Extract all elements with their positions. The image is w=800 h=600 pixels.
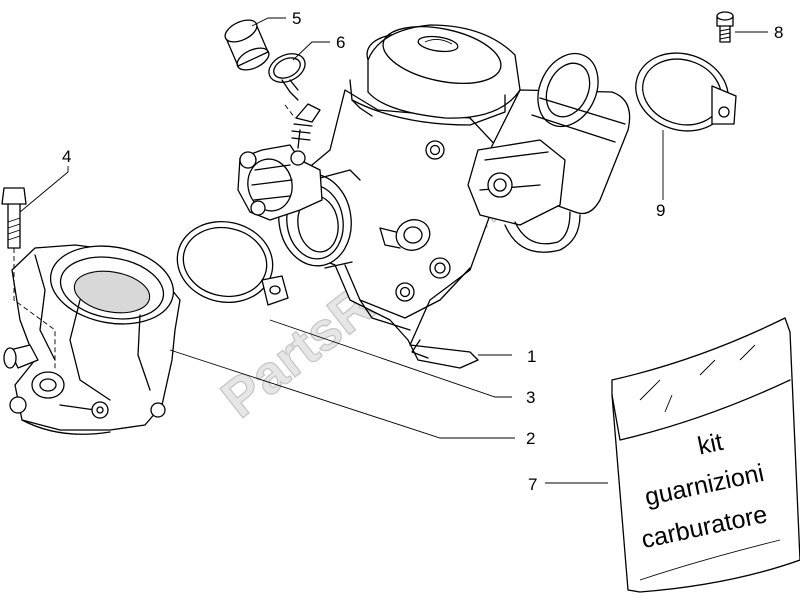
intake-manifold-part[interactable] <box>3 237 181 435</box>
kit-label-line-1: kit <box>695 428 725 461</box>
callout-4: 4 <box>62 147 71 166</box>
callout-6: 6 <box>336 33 345 52</box>
callout-1: 1 <box>527 347 536 366</box>
callout-8: 8 <box>774 23 783 42</box>
manifold-clamp-part[interactable] <box>170 213 289 311</box>
callout-2: 2 <box>526 429 535 448</box>
callout-7: 7 <box>528 475 537 494</box>
bolt-part[interactable] <box>1 187 27 249</box>
sleeve-part[interactable] <box>222 16 272 75</box>
callout-numbers: 1 2 3 4 5 6 7 8 9 <box>62 9 783 494</box>
screw-part[interactable] <box>716 11 734 43</box>
gasket-kit-bag-part[interactable]: kit guarnizioni carburatore <box>611 317 800 593</box>
large-clamp-part[interactable] <box>626 41 739 142</box>
callout-3: 3 <box>526 388 535 407</box>
leader-lines <box>13 17 768 484</box>
carburetor-part[interactable] <box>237 17 631 369</box>
small-clamp-part[interactable] <box>264 48 309 101</box>
callout-5: 5 <box>292 9 301 28</box>
callout-9: 9 <box>656 201 665 220</box>
